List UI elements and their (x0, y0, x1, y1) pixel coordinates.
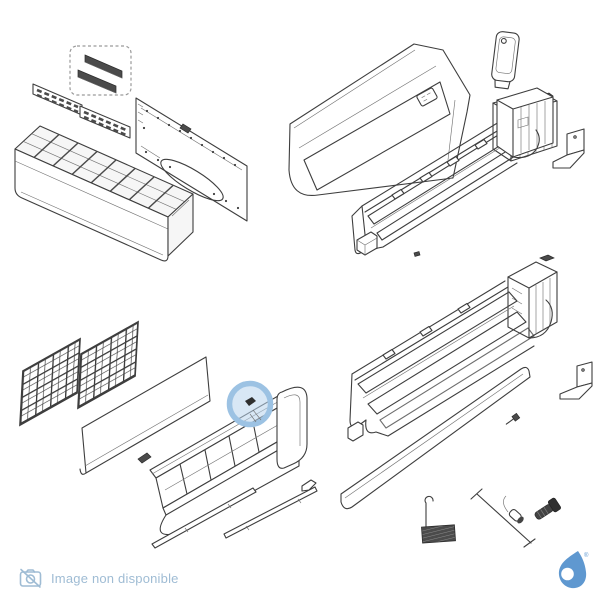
display-window (416, 87, 438, 107)
no-image-watermark: Image non disponible (18, 567, 179, 589)
corner-bracket-right (552, 128, 585, 169)
view-rear-assembly (288, 31, 585, 257)
electrical-box-chassis (507, 254, 558, 339)
front-casing (14, 125, 194, 262)
deflector-strip-left (151, 487, 257, 549)
part-highlight-marker[interactable] (226, 380, 274, 428)
corner-bracket-bottom (356, 231, 421, 257)
camera-slash-icon (19, 568, 42, 588)
front-panel (79, 356, 211, 475)
view-front-assembly (14, 45, 248, 262)
spring-hook (421, 495, 456, 544)
corner-bracket-far-right (559, 361, 593, 400)
temperature-sensor (470, 488, 536, 548)
registered-mark: ® (584, 552, 589, 559)
filter-kit-dashed-box (69, 45, 132, 96)
chassis-heat-exchanger-large (347, 280, 553, 442)
water-drop-icon: ® (558, 551, 589, 589)
side-end-cap (276, 386, 308, 469)
deflector-strip-right (223, 486, 318, 539)
brand-logo: ® (554, 549, 592, 596)
terminal-cover (491, 31, 520, 90)
grille-strip-right (79, 105, 131, 139)
mesh-filter-left (19, 337, 81, 427)
drain-plug (534, 497, 561, 520)
view-chassis-assembly (301, 254, 593, 548)
highlighted-screw (245, 397, 256, 406)
purifying-filter-strips (77, 54, 123, 94)
casing-shell (288, 43, 471, 197)
no-image-label: Image non disponible (51, 570, 179, 586)
small-bracket-left (301, 479, 317, 492)
vane-screw (505, 412, 521, 425)
mounting-plate (135, 97, 248, 222)
deflector-vane (340, 366, 531, 510)
grille-strip-left (32, 83, 83, 116)
mesh-filter-right (77, 320, 139, 410)
view-filter-assembly (19, 320, 318, 549)
fastener-clip (137, 452, 152, 464)
small-screw (413, 251, 421, 257)
chassis-heat-exchanger (351, 87, 554, 255)
